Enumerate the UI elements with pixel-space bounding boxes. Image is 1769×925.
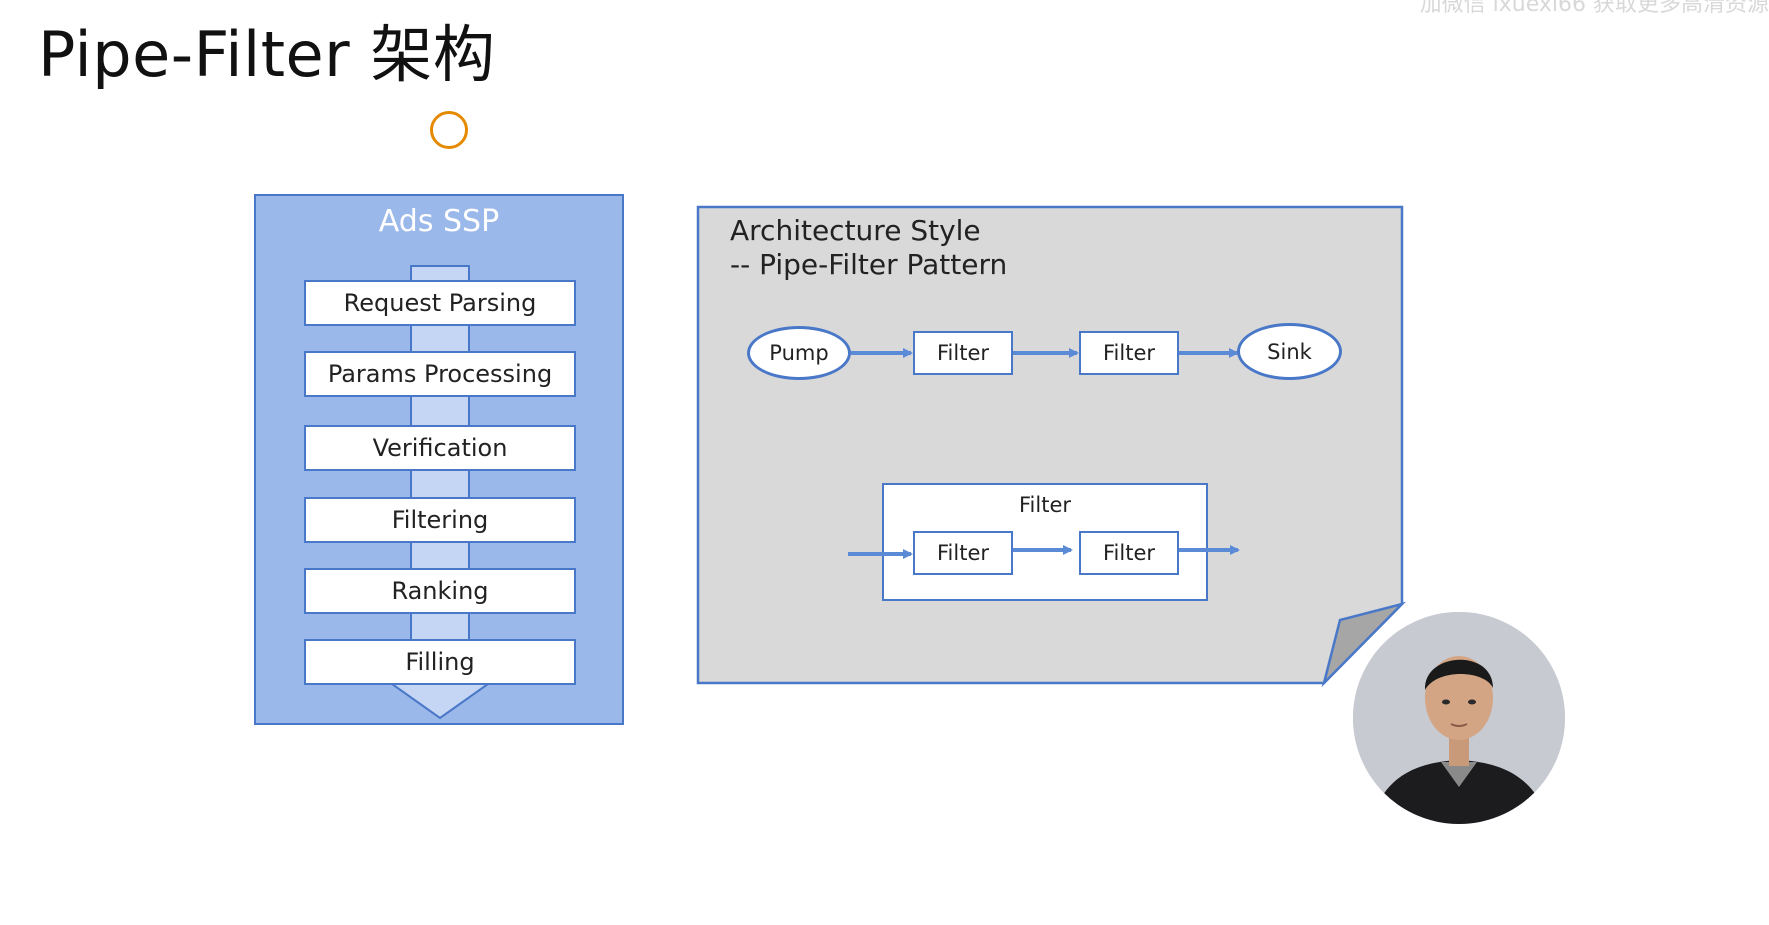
architecture-title-line2: -- Pipe-Filter Pattern	[730, 248, 1008, 281]
ssp-step-ranking: Ranking	[304, 568, 576, 614]
sink-node: Sink	[1237, 323, 1342, 380]
ssp-step-filtering: Filtering	[304, 497, 576, 543]
ssp-step-verification: Verification	[304, 425, 576, 471]
architecture-title: Architecture Style -- Pipe-Filter Patter…	[730, 214, 1007, 282]
ads-ssp-panel: Ads SSP Request Parsing Params Processin…	[254, 194, 624, 725]
ssp-step-params-processing: Params Processing	[304, 351, 576, 397]
filter-node-1: Filter	[913, 331, 1013, 375]
ssp-title: Ads SSP	[378, 204, 500, 239]
slide-title: Pipe-Filter 架构	[38, 18, 496, 91]
inner-filter-node-2: Filter	[1079, 531, 1179, 575]
cursor-circle-icon	[430, 111, 468, 149]
composite-filter-label: Filter	[1018, 493, 1071, 517]
presenter-avatar	[1353, 612, 1565, 824]
presenter-figure	[1353, 612, 1565, 824]
watermark-text: 加微信 ixuexi66 获取更多高清资源	[1419, 0, 1769, 17]
inner-filter-node-1: Filter	[913, 531, 1013, 575]
architecture-title-line1: Architecture Style	[730, 214, 981, 247]
pump-node: Pump	[747, 326, 851, 380]
ssp-step-request-parsing: Request Parsing	[304, 280, 576, 326]
ssp-step-filling: Filling	[304, 639, 576, 685]
filter-node-2: Filter	[1079, 331, 1179, 375]
